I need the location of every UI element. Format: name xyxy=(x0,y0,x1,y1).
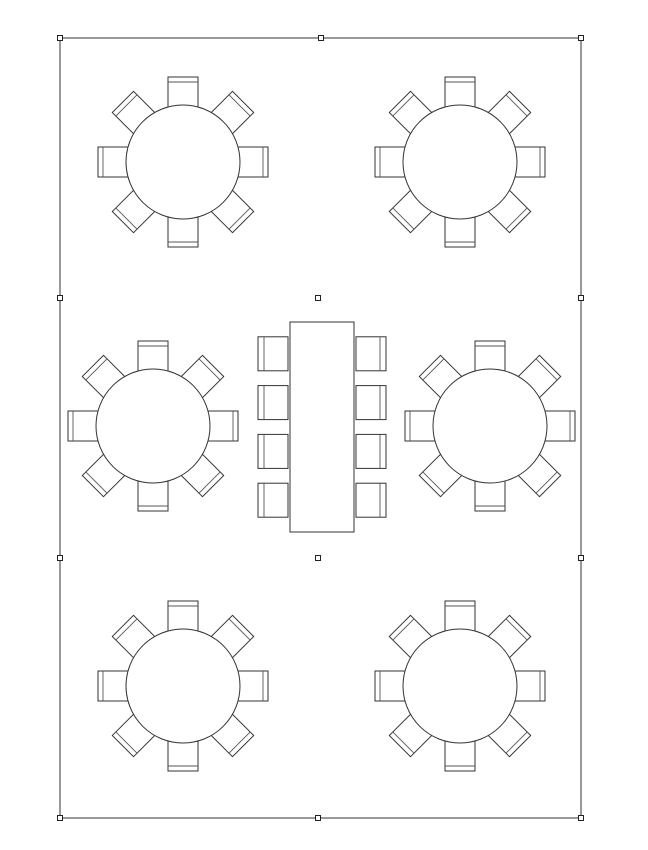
banquet-chair-right-4 xyxy=(355,482,387,518)
round-table-top xyxy=(432,368,548,484)
chair-3 xyxy=(137,480,169,512)
banquet-chair-right-2 xyxy=(355,385,387,421)
selection-handle-12[interactable] xyxy=(578,815,584,821)
banquet-chair-left-4 xyxy=(257,482,289,518)
round-table-top xyxy=(125,628,241,744)
selection-handle-1[interactable] xyxy=(57,35,63,41)
round-table-top xyxy=(95,368,211,484)
chair-3 xyxy=(167,216,199,248)
chair-1 xyxy=(207,410,239,442)
round-table-6 xyxy=(374,600,546,772)
selection-handle-9[interactable] xyxy=(578,555,584,561)
chair-1 xyxy=(544,410,576,442)
chair-5 xyxy=(404,410,436,442)
chair-7 xyxy=(474,340,506,372)
chair-7 xyxy=(167,76,199,108)
round-table-2 xyxy=(374,76,546,248)
selection-handle-3[interactable] xyxy=(578,35,584,41)
banquet-chair-right-1 xyxy=(355,336,387,372)
banquet-chair-left-1 xyxy=(257,336,289,372)
chair-1 xyxy=(237,146,269,178)
selection-handle-5[interactable] xyxy=(315,295,321,301)
chair-7 xyxy=(137,340,169,372)
selection-handle-8[interactable] xyxy=(315,555,321,561)
selection-handle-11[interactable] xyxy=(315,815,321,821)
chair-1 xyxy=(237,670,269,702)
chair-5 xyxy=(97,146,129,178)
selection-handle-6[interactable] xyxy=(578,295,584,301)
chair-5 xyxy=(374,670,406,702)
chair-3 xyxy=(474,480,506,512)
tables-layer xyxy=(67,76,576,772)
selection-handle-10[interactable] xyxy=(57,815,63,821)
selection-handle-4[interactable] xyxy=(57,295,63,301)
chair-5 xyxy=(374,146,406,178)
chair-7 xyxy=(444,600,476,632)
banquet-table-top xyxy=(289,321,355,533)
round-table-4 xyxy=(404,340,576,512)
selection-handles xyxy=(57,35,584,821)
chair-3 xyxy=(167,740,199,772)
selection-handle-2[interactable] xyxy=(318,35,324,41)
round-table-top xyxy=(125,104,241,220)
chair-3 xyxy=(444,740,476,772)
chair-7 xyxy=(167,600,199,632)
round-table-1 xyxy=(97,76,269,248)
banquet-chair-right-3 xyxy=(355,433,387,469)
selection-handle-7[interactable] xyxy=(57,555,63,561)
round-table-5 xyxy=(97,600,269,772)
round-table-3 xyxy=(67,340,239,512)
banquet-chair-left-3 xyxy=(257,433,289,469)
chair-1 xyxy=(514,670,546,702)
chair-5 xyxy=(67,410,99,442)
chair-5 xyxy=(97,670,129,702)
round-table-top xyxy=(402,104,518,220)
chair-1 xyxy=(514,146,546,178)
banquet-table xyxy=(257,321,387,533)
round-table-top xyxy=(402,628,518,744)
chair-7 xyxy=(444,76,476,108)
banquet-chair-left-2 xyxy=(257,385,289,421)
chair-3 xyxy=(444,216,476,248)
